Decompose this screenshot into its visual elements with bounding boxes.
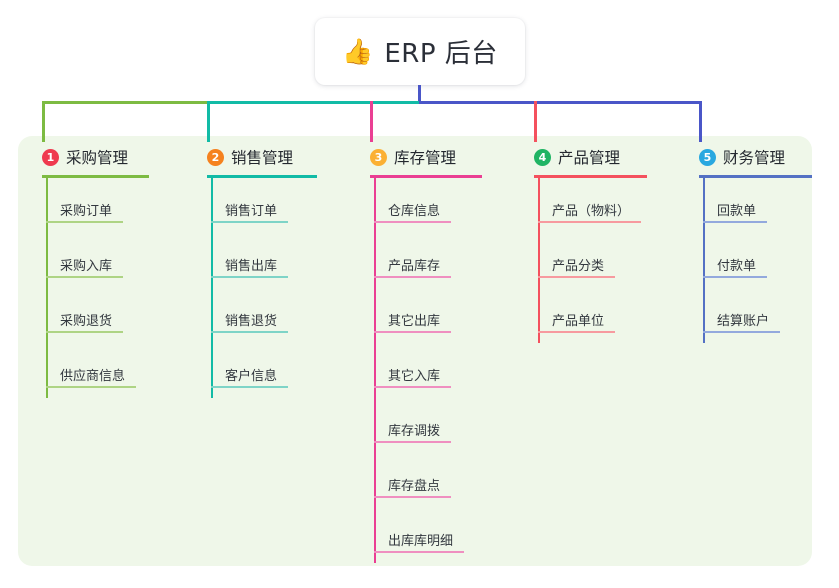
connector-drop-3 (370, 101, 373, 142)
branch-item-underline (374, 331, 451, 333)
root-node-title: ERP 后台 (384, 39, 498, 69)
root-node-erp-backend[interactable]: 👍 ERP 后台 (315, 18, 525, 85)
branch-item-underline (374, 276, 451, 278)
diagram-board (18, 136, 812, 566)
branch-item-underline (211, 331, 288, 333)
branch-item-underline (211, 386, 288, 388)
branch-spine-1 (46, 178, 48, 398)
thumbs-up-emoji: 👍 (342, 37, 374, 66)
branch-badge-5: 5 (699, 148, 716, 166)
branch-badge-2: 2 (207, 148, 224, 166)
branch-item-underline (46, 221, 123, 223)
branch-underline-1 (42, 175, 149, 178)
connector-drop-2 (207, 101, 210, 142)
branch-item-label: 产品单位 (552, 314, 605, 329)
branch-item-underline (46, 276, 123, 278)
branch-underline-2 (207, 175, 317, 178)
branch-item-underline (46, 386, 136, 388)
connector-drop-1 (42, 101, 45, 142)
branch-item-underline (211, 221, 288, 223)
branch-spine-2 (211, 178, 213, 398)
branch-column-1: 1 采购管理采购订单采购入库采购退货供应商信息 (38, 146, 149, 398)
branch-item-label: 销售出库 (225, 259, 278, 274)
branch-header-3[interactable]: 3 库存管理 (366, 146, 456, 168)
connector-drop-4 (534, 101, 537, 142)
branch-item-underline (46, 331, 123, 333)
branch-title-1: 采购管理 (66, 149, 129, 167)
branch-item-underline (703, 276, 767, 278)
connector-bus-blue (419, 101, 702, 104)
branch-item-label: 产品（物料） (552, 204, 631, 219)
branch-item-underline (374, 551, 464, 553)
branch-item-label: 付款单 (717, 259, 757, 274)
connector-bus-green (42, 101, 210, 104)
connector-trunk (418, 85, 421, 104)
branch-underline-5 (699, 175, 812, 178)
branch-item-label: 结算账户 (717, 314, 770, 329)
branch-item-underline (538, 221, 642, 223)
branch-item-label: 其它出库 (388, 314, 441, 329)
branch-badge-1: 1 (42, 148, 59, 166)
branch-title-3: 库存管理 (394, 149, 457, 167)
branch-column-5: 5 财务管理回款单付款单结算账户 (695, 146, 812, 343)
branch-item-label: 销售订单 (225, 204, 278, 219)
branch-spine-5 (703, 178, 705, 343)
branch-item-underline (538, 331, 615, 333)
branch-column-2: 2 销售管理销售订单销售出库销售退货客户信息 (203, 146, 317, 398)
branch-header-2[interactable]: 2 销售管理 (203, 146, 293, 168)
branch-column-3: 3 库存管理仓库信息产品库存其它出库其它入库库存调拨库存盘点出库库明细 (366, 146, 482, 563)
branch-item-label: 采购订单 (60, 204, 113, 219)
branch-item-label: 其它入库 (388, 369, 441, 384)
branch-spine-3 (374, 178, 376, 563)
branch-item-label: 出库库明细 (388, 534, 454, 549)
branch-item-underline (538, 276, 615, 278)
root-node-content: 👍 ERP 后台 (342, 33, 498, 70)
branch-spine-4 (538, 178, 540, 343)
branch-item-label: 客户信息 (225, 369, 278, 384)
branch-item-label: 供应商信息 (60, 369, 126, 384)
branch-header-5[interactable]: 5 财务管理 (695, 146, 785, 168)
branch-item-label: 采购入库 (60, 259, 113, 274)
branch-item-label: 产品库存 (388, 259, 441, 274)
branch-item-underline (703, 331, 780, 333)
branch-item-underline (374, 441, 451, 443)
branch-header-1[interactable]: 1 采购管理 (38, 146, 128, 168)
branch-item-underline (374, 221, 451, 223)
branch-title-2: 销售管理 (231, 149, 294, 167)
connector-drop-5 (699, 101, 702, 142)
connector-bus-teal (207, 101, 422, 104)
branch-badge-4: 4 (534, 148, 551, 166)
branch-column-4: 4 产品管理产品（物料） 产品分类产品单位 (530, 146, 647, 343)
branch-item-label: 销售退货 (225, 314, 278, 329)
branch-badge-3: 3 (370, 148, 387, 166)
branch-item-underline (703, 221, 767, 223)
branch-underline-4 (534, 175, 647, 178)
branch-item-label: 仓库信息 (388, 204, 441, 219)
branch-item-label: 库存盘点 (388, 479, 441, 494)
branch-header-4[interactable]: 4 产品管理 (530, 146, 620, 168)
branch-item-label: 库存调拨 (388, 424, 441, 439)
branch-underline-3 (370, 175, 482, 178)
branch-item-underline (211, 276, 288, 278)
branch-item-label: 产品分类 (552, 259, 605, 274)
branch-item-label: 回款单 (717, 204, 757, 219)
branch-title-5: 财务管理 (723, 149, 786, 167)
branch-title-4: 产品管理 (558, 149, 621, 167)
branch-item-underline (374, 496, 451, 498)
branch-item-label: 采购退货 (60, 314, 113, 329)
branch-item-underline (374, 386, 451, 388)
